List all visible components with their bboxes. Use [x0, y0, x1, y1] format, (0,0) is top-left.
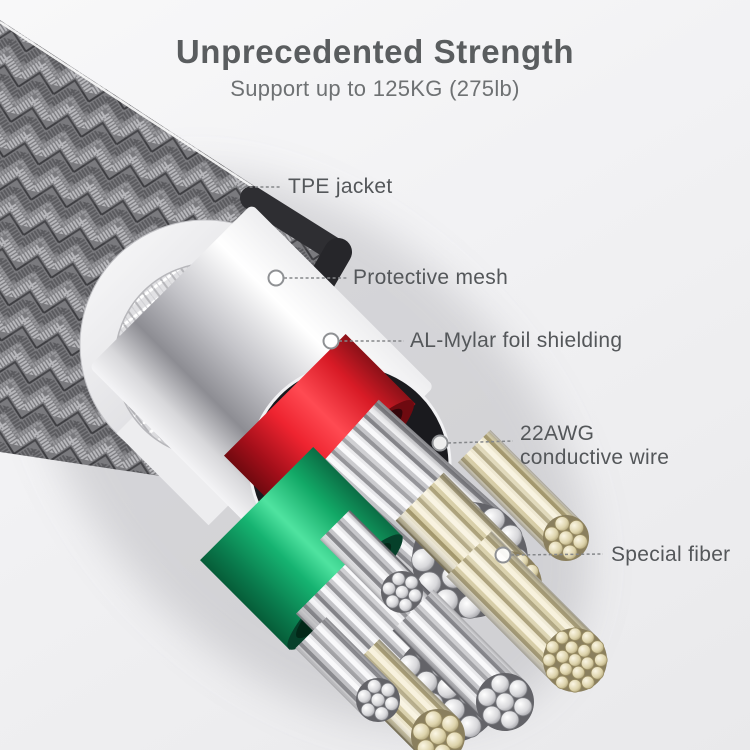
leader-line-wire — [447, 440, 514, 444]
callout-marker-wire — [431, 434, 449, 452]
leader-line-fiber — [510, 553, 604, 556]
callout-marker-fiber — [494, 546, 512, 564]
callout-label-conductive-wire: 22AWG conductive wire — [520, 422, 670, 469]
callout-label-protective-mesh: Protective mesh — [353, 266, 509, 289]
callout-label-foil-shielding: AL-Mylar foil shielding — [410, 329, 623, 352]
page-title: Unprecedented Strength — [175, 33, 575, 70]
bundle-end-face — [381, 571, 423, 613]
page-subtitle: Support up to 125KG (275lb) — [230, 76, 520, 101]
core-bundles-front — [295, 509, 608, 750]
callout-lines — [228, 186, 604, 556]
callout-marker-mesh — [267, 269, 285, 287]
callout-label-tpe-jacket: TPE jacket — [288, 175, 393, 198]
bundle-end-face — [542, 627, 608, 693]
bundle-end-face — [476, 673, 534, 731]
callout-marker-foil — [322, 332, 340, 350]
bundle-end-face — [356, 678, 400, 722]
callout-markers — [267, 269, 512, 564]
bundle-end-face — [411, 709, 465, 750]
callout-label-special-fiber: Special fiber — [611, 543, 731, 566]
bundle-end-face — [543, 515, 589, 561]
